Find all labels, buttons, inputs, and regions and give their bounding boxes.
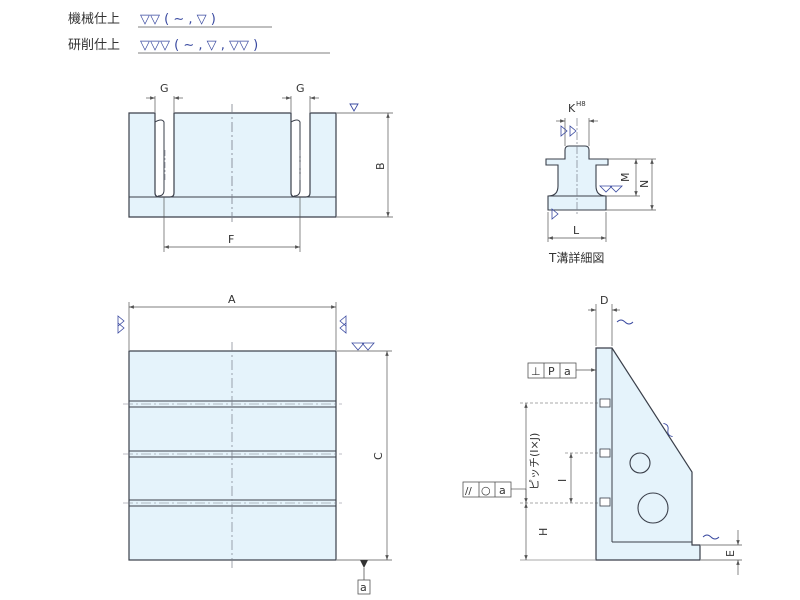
dim-g-left: G [160, 82, 169, 95]
machine-finish-symbols: ▽▽ ( ∼ , ▽ ) [140, 12, 216, 27]
perp-symbol: ⊥ [531, 365, 541, 378]
perp-tolerance: P [548, 365, 555, 378]
grind-finish-symbols: ▽▽▽ ( ∼ , ▽ , ▽▽ ) [140, 38, 258, 53]
dim-k: K [568, 102, 576, 115]
finish-legend: 機械仕上 ▽▽ ( ∼ , ▽ ) 研削仕上 ▽▽▽ ( ∼ , ▽ , ▽▽ … [68, 12, 330, 54]
dim-m: M [619, 173, 632, 183]
side-slot-3 [599, 497, 611, 507]
datum-triangle [360, 560, 368, 568]
top-view-body [128, 112, 337, 218]
dim-e: E [724, 550, 737, 557]
dim-pitch: ピッチ(I×J) [528, 433, 541, 490]
side-view-body [595, 347, 701, 561]
slot-left-inner [154, 119, 165, 197]
tslot-detail: K H8 M N L T溝詳細図 [545, 100, 656, 265]
slot-right-inner [290, 119, 301, 197]
tslot-detail-caption: T溝詳細図 [548, 250, 604, 265]
grind-finish-label: 研削仕上 [68, 38, 120, 53]
dim-d: D [600, 294, 608, 307]
dim-c: C [372, 452, 385, 460]
par-tolerance: ○ [481, 484, 491, 497]
finish-symbol-top-face [351, 342, 375, 351]
side-slot-1 [599, 398, 611, 408]
finish-symbol-top-view [349, 103, 359, 112]
par-symbol: // [465, 486, 472, 497]
finish-symbol-side-slope [663, 423, 673, 437]
tolerance-frame-perpendicular [527, 362, 577, 379]
side-slot-2 [599, 448, 611, 458]
perp-datum: a [564, 365, 571, 378]
dim-i: I [556, 479, 569, 482]
datum-label: a [360, 581, 367, 594]
front-view-slots [123, 400, 342, 507]
dim-a: A [228, 293, 236, 306]
hole-small [629, 452, 651, 474]
finish-symbol-side-top [616, 319, 634, 325]
finish-symbol-tslot-top [560, 125, 577, 137]
dim-b: B [374, 162, 387, 170]
dim-k-tolerance: H8 [576, 100, 586, 108]
front-view-body [128, 350, 337, 561]
tolerance-frame-parallel [462, 481, 512, 498]
front-view: A C a [117, 293, 392, 595]
top-view: G G F B [128, 82, 393, 252]
finish-symbol-left [117, 315, 125, 334]
finish-symbol-right [339, 315, 347, 334]
dim-g-right: G [296, 82, 305, 95]
dim-f: F [228, 233, 234, 246]
dim-n: N [638, 180, 651, 188]
side-view: D ⊥ P a // ○ a ピッチ(I×J) I H [462, 294, 742, 575]
datum-box [357, 579, 371, 595]
machine-finish-label: 機械仕上 [68, 12, 120, 27]
finish-symbol-tslot-under [599, 185, 623, 193]
finish-symbol-base [702, 534, 720, 540]
par-datum: a [499, 484, 506, 497]
dim-l: L [573, 224, 580, 237]
finish-symbol-tslot-bottom [551, 208, 559, 220]
hole-large [637, 492, 669, 524]
dim-h: H [537, 528, 550, 536]
